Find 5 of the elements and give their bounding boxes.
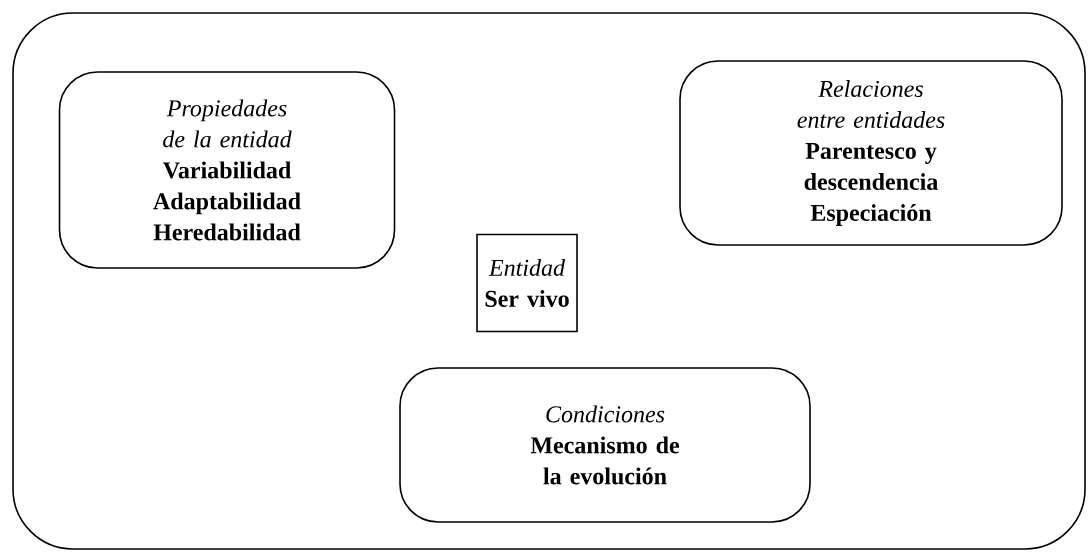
rounded-box: Relaciones entre entidades Parentesco y descendencia Especiación <box>679 60 1063 246</box>
rounded-box: Condiciones Mecanismo de la evolución <box>399 367 811 523</box>
square-box: Entidad Ser vivo <box>476 233 578 333</box>
outer-frame <box>12 12 1086 550</box>
rounded-box: Propiedades de la entidad Variabilidad Adaptabilidad Heredabilidad <box>58 71 396 269</box>
